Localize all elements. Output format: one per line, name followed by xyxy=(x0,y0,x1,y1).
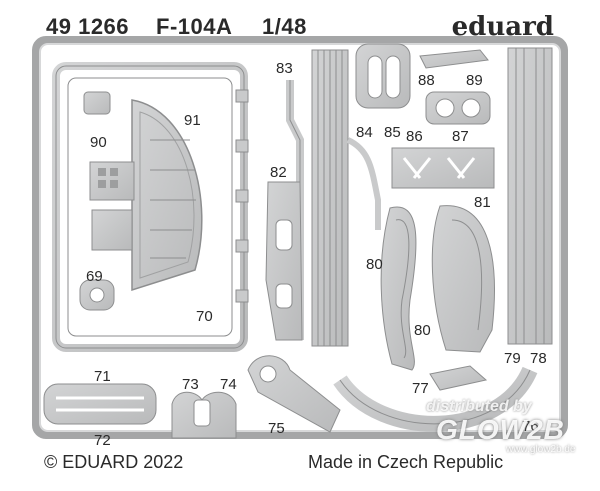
part-number-80-a: 80 xyxy=(366,256,383,273)
part-number-89: 89 xyxy=(466,72,483,89)
part-number-70: 70 xyxy=(196,308,213,325)
part-number-81: 81 xyxy=(474,194,491,211)
part-90 xyxy=(83,91,135,251)
part-77 xyxy=(429,365,488,391)
part-76 xyxy=(333,366,538,432)
part-number-83: 83 xyxy=(276,60,293,77)
part-number-80-b: 80 xyxy=(414,322,431,339)
part-number-74: 74 xyxy=(220,376,237,393)
watermark-logo: GLOW2B xyxy=(436,414,565,445)
part-85 xyxy=(355,43,411,109)
watermark-distributed: distributed by xyxy=(426,398,532,415)
part-82 xyxy=(265,181,303,341)
part-83-84-tubes xyxy=(286,49,381,347)
catalog-number: 49 1266 xyxy=(46,14,130,39)
part-number-71: 71 xyxy=(94,368,111,385)
part-number-84: 84 xyxy=(356,124,373,141)
part-number-77: 77 xyxy=(412,380,429,397)
part-80 xyxy=(380,206,417,371)
part-number-82: 82 xyxy=(270,164,287,181)
part-number-75: 75 xyxy=(268,420,285,437)
part-73-74 xyxy=(171,391,237,439)
part-86-87 xyxy=(391,147,495,189)
part-number-69: 69 xyxy=(86,268,103,285)
copyright-text: © EDUARD 2022 xyxy=(44,452,184,472)
part-number-85: 85 xyxy=(384,124,401,141)
part-69 xyxy=(79,279,115,311)
part-81 xyxy=(431,205,495,353)
part-78-79 xyxy=(507,47,553,345)
model-name: F-104A xyxy=(156,14,233,39)
origin-text: Made in Czech Republic xyxy=(308,452,504,472)
part-91 xyxy=(131,99,203,292)
part-number-86: 86 xyxy=(406,128,423,145)
panel-frame-70 xyxy=(52,62,249,352)
part-number-73: 73 xyxy=(182,376,199,393)
fret-frame xyxy=(32,36,568,439)
part-number-91: 91 xyxy=(184,112,201,129)
watermark-url: www.glow2b.de xyxy=(506,444,576,455)
part-75 xyxy=(247,355,341,433)
part-88 xyxy=(419,49,489,69)
part-number-72: 72 xyxy=(94,432,111,449)
part-number-87: 87 xyxy=(452,128,469,145)
part-89 xyxy=(425,91,491,125)
part-number-90: 90 xyxy=(90,134,107,151)
part-number-76: 76 xyxy=(522,418,539,435)
part-number-88: 88 xyxy=(418,72,435,89)
part-number-79: 79 xyxy=(504,350,521,367)
scale-label: 1/48 xyxy=(262,14,307,39)
part-number-78: 78 xyxy=(530,350,547,367)
part-71-72 xyxy=(43,383,157,425)
brand-logo: eduard xyxy=(451,12,554,42)
